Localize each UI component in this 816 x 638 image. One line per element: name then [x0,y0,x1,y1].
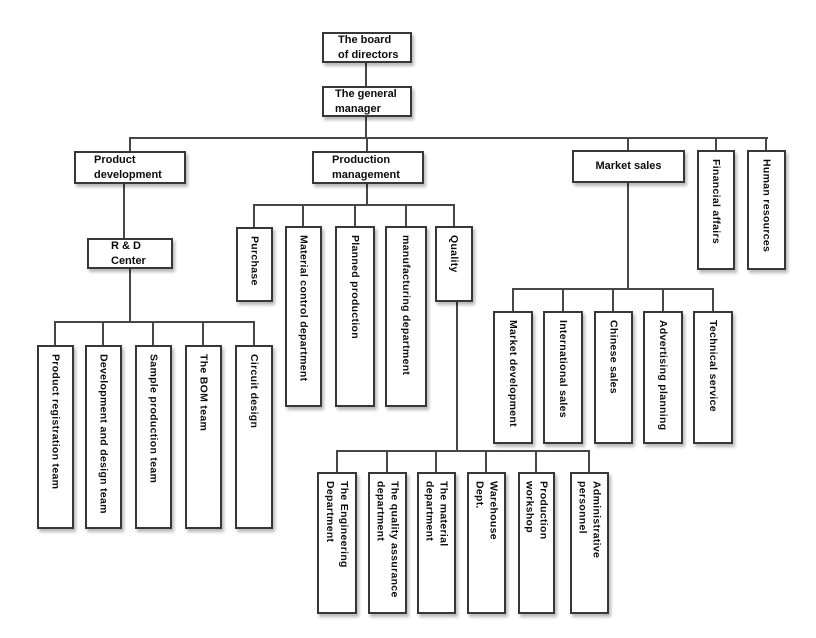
connector [366,137,368,152]
node-label: Sample production team [147,354,160,484]
node-label: Circuit design [248,354,261,429]
node-label: Planned production [349,235,362,339]
node-label: Purchase [248,236,261,286]
node-manufacturing-department: manufacturing department [385,226,427,407]
connector [456,302,458,452]
connector [129,269,131,323]
connector [129,137,768,139]
node-label: Product registration team [49,354,62,490]
node-label: The BOM team [197,354,210,432]
connector [202,321,204,345]
node-label: R & D Center [111,240,146,267]
connector [386,450,388,472]
node-product-development: Product development [74,151,186,184]
node-international-sales: International sales [543,311,583,444]
node-material-control-department: Material control department [285,226,322,407]
node-label: International sales [557,320,570,418]
node-market-development: Market development [493,311,533,444]
node-quality-assurance-department: The quality assurance department [368,472,407,614]
connector [562,288,564,311]
node-label: The material department [423,481,450,547]
connector [765,137,767,151]
node-warehouse-dept: Warehouse Dept. [467,472,506,614]
node-circuit-design: Circuit design [235,345,273,529]
connector [712,288,714,311]
node-label: Human resources [760,159,773,253]
node-chinese-sales: Chinese sales [594,311,633,444]
connector [336,450,590,452]
node-rd-center: R & D Center [87,238,173,269]
connector [102,321,104,345]
node-label: Material control department [297,235,310,382]
node-market-sales: Market sales [572,150,685,183]
connector [152,321,154,345]
connector [627,183,629,290]
node-financial-affairs: Financial affairs [697,150,735,270]
node-label: The board of directors [338,34,399,61]
node-label: Advertising planning [657,320,670,431]
node-label: Market sales [595,160,662,173]
connector [336,450,338,472]
connector [512,288,514,311]
node-label: Warehouse Dept. [473,481,500,540]
node-general-manager: The general manager [322,86,412,117]
connector [365,63,367,86]
node-purchase: Purchase [236,227,273,302]
node-planned-production: Planned production [335,226,375,407]
node-label: Financial affairs [710,159,723,245]
connector [715,137,717,151]
connector [129,137,131,152]
connector [54,321,56,345]
connector [354,204,356,226]
connector [453,204,455,226]
node-bom-team: The BOM team [185,345,222,529]
node-label: Product development [94,154,162,181]
connector [405,204,407,226]
node-label: The general manager [335,88,397,115]
node-label: Production workshop [523,481,550,540]
node-label: Market development [507,320,520,427]
node-label: Production management [332,154,400,181]
connector [588,450,590,472]
node-development-design-team: Development and design team [85,345,122,529]
node-label: Technical service [707,320,720,412]
connector [365,117,367,138]
connector [435,450,437,472]
node-label: The Engineering Department [324,481,351,568]
node-label: The quality assurance department [374,481,401,598]
node-production-management: Production management [312,151,424,184]
node-production-workshop: Production workshop [518,472,555,614]
node-label: Development and design team [97,354,110,514]
connector [54,321,255,323]
node-administrative-personnel: Administrative personnel [570,472,609,614]
connector [627,137,629,151]
node-material-department: The material department [417,472,456,614]
node-sample-production-team: Sample production team [135,345,172,529]
connector [123,184,125,238]
node-advertising-planning: Advertising planning [643,311,683,444]
connector [253,204,255,227]
node-board-of-directors: The board of directors [322,32,412,63]
connector [366,184,368,206]
connector [485,450,487,472]
connector [612,288,614,311]
connector [535,450,537,472]
node-quality: Quality [435,226,473,302]
node-label: manufacturing department [400,235,413,376]
node-product-registration-team: Product registration team [37,345,74,529]
node-label: Administrative personnel [576,481,603,559]
connector [662,288,664,311]
connector [302,204,304,226]
node-label: Quality [448,235,461,273]
connector [253,321,255,345]
node-engineering-department: The Engineering Department [317,472,357,614]
node-label: Chinese sales [607,320,620,394]
node-human-resources: Human resources [747,150,786,270]
node-technical-service: Technical service [693,311,733,444]
